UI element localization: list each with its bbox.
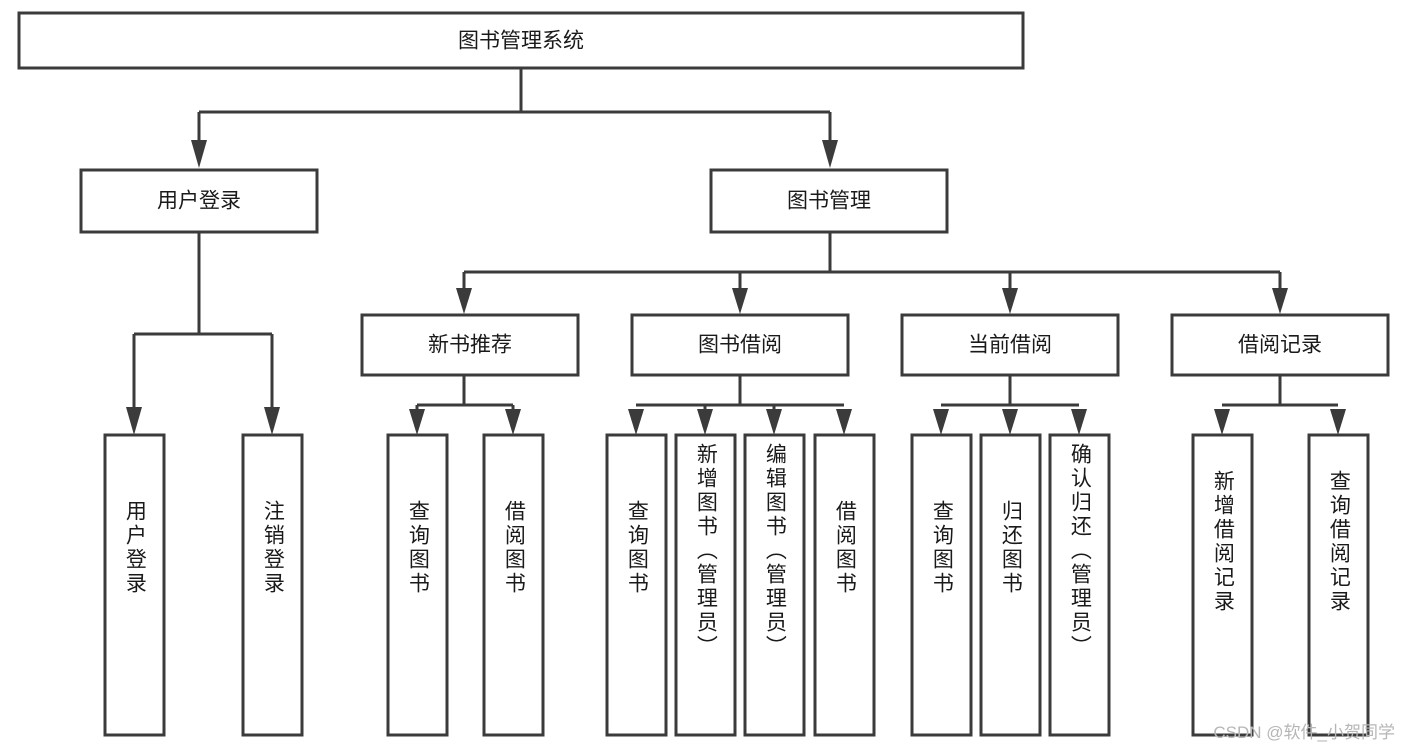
node-borrow-record[interactable] — [1170, 313, 1390, 377]
node-leaf-query-book-2[interactable] — [605, 433, 668, 737]
arrow-head-borrow-record-leaf2 — [1330, 409, 1346, 435]
connector-group-user-login — [126, 232, 280, 435]
arrow-head-current-borrow-leaf3 — [1071, 409, 1087, 435]
arrow-head-borrow-record-leaf1 — [1214, 409, 1230, 435]
connector-group-root — [191, 68, 838, 168]
node-borrow-record-label: 借阅记录 — [1238, 334, 1322, 357]
node-current-borrow[interactable] — [900, 313, 1120, 377]
node-leaf-add-record[interactable] — [1191, 433, 1254, 737]
connector-group-book-manage — [456, 232, 1288, 314]
arrow-head-book-borrow-leaf3 — [766, 409, 782, 435]
node-user-login[interactable] — [79, 168, 319, 234]
arrow-head-new-book-leaf2 — [505, 409, 521, 435]
node-leaf-user-login[interactable] — [103, 433, 166, 737]
node-current-borrow-label: 当前借阅 — [968, 334, 1052, 357]
arrow-head-user-login-leaf1 — [126, 407, 142, 435]
arrow-head-current-borrow-leaf1 — [933, 409, 949, 435]
node-user-login-label: 用户登录 — [157, 190, 241, 213]
arrow-head-book-borrow-leaf4 — [836, 409, 852, 435]
node-leaf-query-book-3[interactable] — [910, 433, 973, 737]
arrow-head-current-borrow — [1002, 288, 1018, 314]
node-leaf-borrow-book-2[interactable] — [813, 433, 876, 737]
node-book-manage[interactable] — [709, 168, 949, 234]
connector-group-book-borrow — [628, 375, 852, 435]
node-leaf-return-book[interactable] — [979, 433, 1042, 737]
node-leaf-logout[interactable] — [241, 433, 304, 737]
arrow-head-new-book-leaf1 — [409, 409, 425, 435]
node-leaf-query-book-1[interactable] — [386, 433, 449, 737]
arrow-head-new-book — [456, 288, 472, 314]
node-book-borrow[interactable] — [630, 313, 850, 377]
arrow-head-book-manage — [822, 140, 838, 168]
connector-group-current-borrow — [933, 375, 1087, 435]
node-root-label: 图书管理系统 — [458, 30, 584, 53]
node-new-book-recommend-label: 新书推荐 — [428, 334, 512, 357]
node-leaf-add-book[interactable] — [674, 433, 737, 737]
arrow-head-book-borrow-leaf2 — [697, 409, 713, 435]
arrow-head-book-borrow — [732, 288, 748, 314]
node-book-manage-label: 图书管理 — [787, 190, 871, 213]
arrow-head-current-borrow-leaf2 — [1002, 409, 1018, 435]
node-book-borrow-label: 图书借阅 — [698, 334, 782, 357]
connector-group-new-book — [409, 375, 521, 435]
node-leaf-borrow-book-1[interactable] — [482, 433, 545, 737]
node-new-book-recommend[interactable] — [360, 313, 580, 377]
connector-group-borrow-record — [1214, 375, 1346, 435]
arrow-head-user-login-leaf2 — [264, 407, 280, 435]
node-leaf-edit-book[interactable] — [743, 433, 806, 737]
node-leaf-query-record[interactable] — [1307, 433, 1370, 737]
node-leaf-confirm-return[interactable] — [1048, 433, 1111, 737]
arrow-head-user-login — [191, 140, 207, 168]
node-root[interactable] — [17, 11, 1025, 70]
arrow-head-book-borrow-leaf1 — [628, 409, 644, 435]
arrow-head-borrow-record — [1272, 288, 1288, 314]
